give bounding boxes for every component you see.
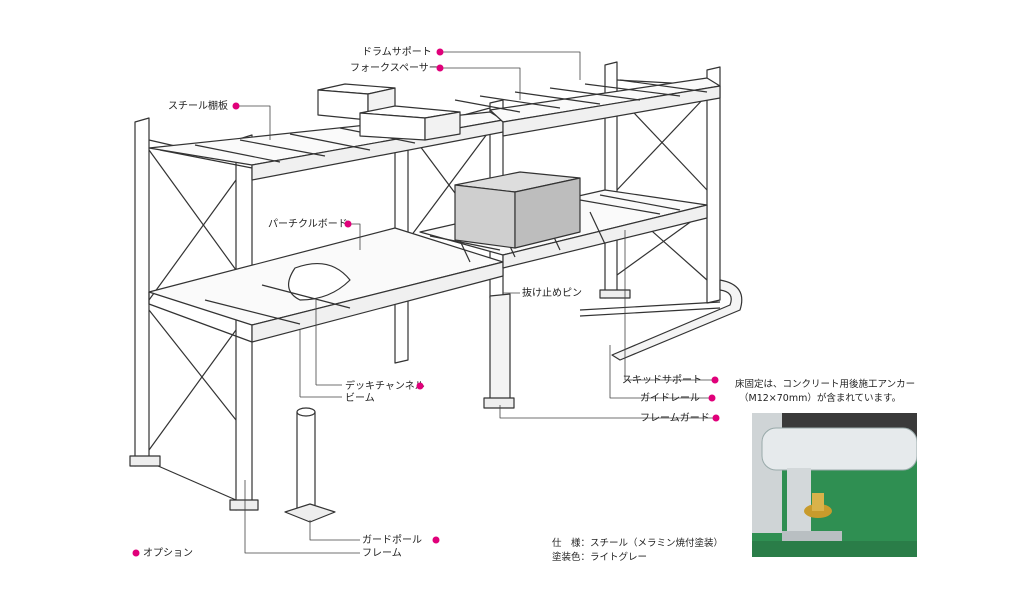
- labels: ドラムサポート フォークスペーサー スチール棚板 パーチクルボード 抜け止めピン…: [132, 46, 720, 559]
- label-drum-support: ドラムサポート: [362, 46, 432, 58]
- anchor-photo-graphic: [752, 413, 917, 557]
- boxes: [317, 83, 461, 141]
- option-marker: [344, 220, 352, 228]
- option-marker: [416, 382, 424, 390]
- label-pull-out-pin: 抜け止めピン: [522, 286, 582, 299]
- option-marker: [712, 414, 720, 422]
- label-beam: ビーム: [345, 392, 375, 404]
- option-marker: [436, 48, 444, 56]
- guard-pole: [284, 407, 336, 523]
- anchor-caption: 床固定は、コンクリート用後施工アンカー （M12×70mm）が含まれています。: [735, 378, 965, 406]
- option-marker: [432, 536, 440, 544]
- label-skid-support: スキッドサポート: [622, 374, 702, 386]
- spec-line-1: 仕 様：スチール（メラミン焼付塗装）: [552, 538, 724, 549]
- spec-line-2: 塗装色：ライトグレー: [552, 552, 648, 563]
- upper-shelf-right: [454, 77, 721, 137]
- option-legend-label: オプション: [143, 547, 193, 559]
- left-frame: [129, 117, 259, 511]
- option-marker: [708, 394, 716, 402]
- mesh-container: [454, 171, 581, 249]
- label-steel-shelf: スチール棚板: [168, 99, 228, 112]
- anchor-photo: [752, 413, 917, 557]
- label-guard-pole: ガードポール: [362, 534, 422, 546]
- leader-lines: [236, 51, 715, 554]
- caption-line-1: 床固定は、コンクリート用後施工アンカー: [735, 379, 916, 390]
- label-deck-channel: デッキチャンネル: [345, 379, 425, 392]
- spec-block: 仕 様：スチール（メラミン焼付塗装） 塗装色：ライトグレー: [552, 537, 723, 565]
- label-frame: フレーム: [362, 547, 402, 559]
- label-frame-guard: フレームガード: [640, 412, 710, 424]
- option-marker: [711, 376, 719, 384]
- option-legend-marker: [132, 549, 140, 557]
- caption-line-2: （M12×70mm）が含まれています。: [739, 393, 902, 404]
- option-marker: [232, 102, 240, 110]
- label-guide-rail: ガイドレール: [640, 392, 700, 404]
- option-marker: [436, 64, 444, 72]
- label-fork-spacer: フォークスペーサー: [350, 62, 439, 74]
- label-particle-board: パーチクルボード: [268, 218, 348, 230]
- lower-deck-left: [148, 227, 504, 343]
